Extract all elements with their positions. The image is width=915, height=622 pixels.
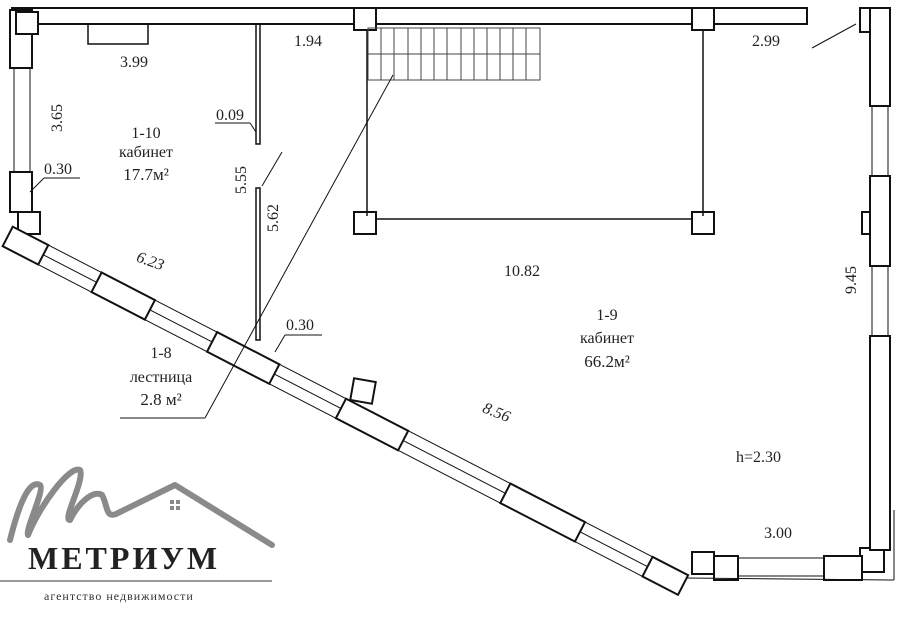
room-area: 66.2м² bbox=[584, 352, 630, 371]
room-area: 17.7м² bbox=[123, 165, 169, 184]
room-name: кабинет bbox=[119, 144, 173, 161]
room-1-10: 1-10 кабинет 17.7м² bbox=[119, 125, 173, 184]
dim-partition-thickness: 0.09 bbox=[216, 107, 244, 124]
column bbox=[15, 11, 39, 35]
room-area: 2.8 м² bbox=[140, 390, 181, 409]
dim-right-height: 9.45 bbox=[843, 266, 860, 294]
dim-top-left-width: 3.99 bbox=[120, 54, 148, 71]
logo-title: МЕТРИУМ bbox=[28, 540, 220, 576]
dim-main-width: 10.82 bbox=[504, 263, 540, 280]
room-id: 1-9 bbox=[596, 307, 617, 324]
room-1-9: 1-9 кабинет 66.2м² bbox=[580, 307, 634, 371]
dim-wall-thickness-diag: 0.30 bbox=[286, 317, 314, 334]
dim-bottom-right: 3.00 bbox=[764, 525, 792, 542]
dim-diag-upper: 6.23 bbox=[134, 249, 166, 275]
dim-corridor-width: 1.94 bbox=[294, 33, 322, 50]
dim-partition-b: 5.62 bbox=[265, 204, 282, 232]
dim-diag-lower: 8.56 bbox=[480, 400, 512, 426]
logo-subtitle: агентство недвижимости bbox=[44, 589, 194, 603]
logo-mark-icon bbox=[7, 466, 275, 548]
dim-wall-thickness-left: 0.30 bbox=[44, 161, 72, 178]
metrium-logo: МЕТРИУМ агентство недвижимости bbox=[0, 466, 275, 603]
room-id: 1-8 bbox=[150, 345, 171, 362]
ceiling-height: h=2.30 bbox=[736, 449, 781, 466]
room-1-8: 1-8 лестница 2.8 м² bbox=[130, 345, 192, 409]
dim-partition-a: 5.55 bbox=[233, 166, 250, 194]
room-name: лестница bbox=[130, 369, 192, 386]
room-name: кабинет bbox=[580, 330, 634, 347]
dim-top-right: 2.99 bbox=[752, 33, 780, 50]
dim-left-height: 3.65 bbox=[49, 104, 66, 132]
room-id: 1-10 bbox=[131, 125, 160, 142]
top-wall bbox=[11, 7, 808, 25]
